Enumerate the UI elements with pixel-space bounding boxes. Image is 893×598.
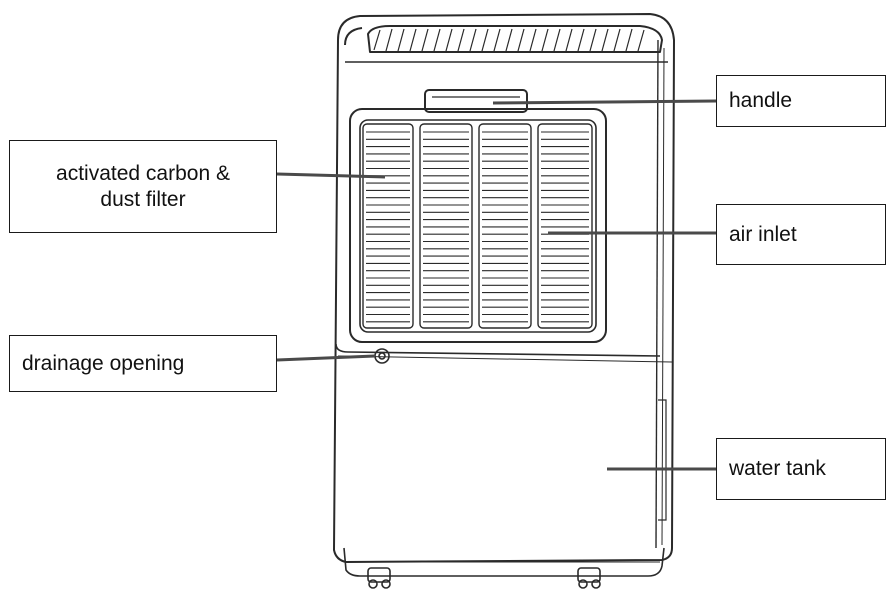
label-drainage-opening: drainage opening [9,335,277,392]
label-air-inlet: air inlet [716,204,886,265]
base [343,547,665,577]
air-inlet-slats [366,131,589,323]
wheels [367,567,601,589]
label-carbon-line1: activated carbon & [56,161,230,185]
label-handle: handle [716,75,886,127]
leader-carbon-filter [276,172,386,179]
top-grille-slats [373,28,645,52]
top-outlet-grille [367,25,663,53]
leader-drainage [276,354,376,362]
label-drainage-text: drainage opening [22,351,185,375]
label-carbon-line2: dust filter [100,187,186,211]
drainage-opening [374,348,390,364]
label-air-inlet-text: air inlet [729,222,797,246]
label-activated-carbon-filter: activated carbon & dust filter [9,140,277,233]
handle [424,89,528,113]
tank-seam [335,343,661,357]
tank-level-window [658,399,667,521]
filter-frame [349,108,607,343]
leader-handle [492,99,717,105]
label-handle-text: handle [729,89,793,112]
label-water-tank-text: water tank [729,457,826,480]
air-inlet-grille [362,123,593,329]
unit-body [333,13,675,563]
label-water-tank: water tank [716,438,886,500]
unit-side-edge [655,39,659,549]
